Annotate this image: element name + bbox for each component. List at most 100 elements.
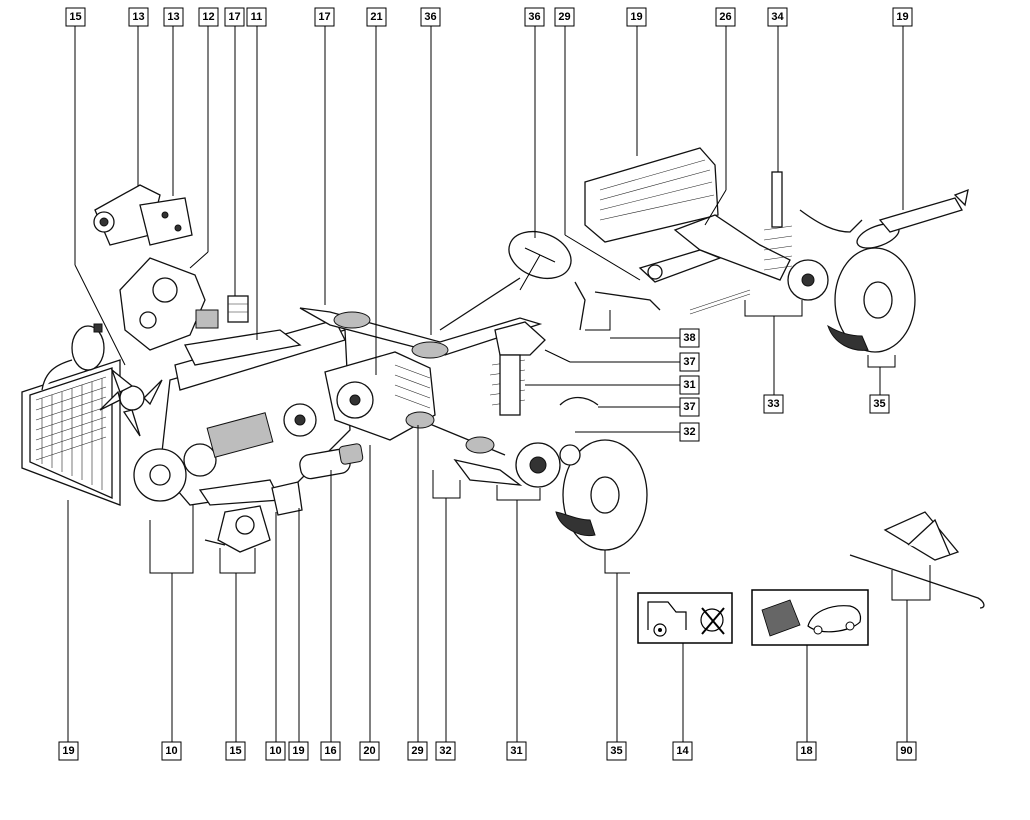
callout-13-b: 13 xyxy=(163,7,184,27)
front-brake-disc-illustration xyxy=(555,439,648,551)
callout-12: 12 xyxy=(198,7,219,27)
callout-10-a: 10 xyxy=(161,741,182,761)
svg-text:38: 38 xyxy=(683,332,695,344)
svg-text:16: 16 xyxy=(324,745,336,757)
callout-29-top: 29 xyxy=(554,7,575,27)
rear-axle-illustration xyxy=(638,214,791,315)
svg-text:35: 35 xyxy=(873,398,885,410)
expansion-tank-illustration xyxy=(41,323,105,391)
sensor-cable-illustration xyxy=(559,396,599,406)
callout-14: 14 xyxy=(672,741,693,761)
filter-cartridge-illustration xyxy=(227,295,249,323)
fuel-tank-illustration xyxy=(584,147,719,243)
callout-34: 34 xyxy=(767,7,788,27)
svg-text:19: 19 xyxy=(896,11,908,23)
callout-19-bottom-2: 19 xyxy=(288,741,309,761)
callout-17-b: 17 xyxy=(314,7,335,27)
callout-31-mid: 31 xyxy=(679,375,700,395)
svg-text:14: 14 xyxy=(676,745,689,757)
svg-text:19: 19 xyxy=(62,745,74,757)
body-and-trim-pictogram-panel xyxy=(751,589,869,646)
svg-text:21: 21 xyxy=(370,11,382,23)
callout-10-b: 10 xyxy=(265,741,286,761)
svg-text:13: 13 xyxy=(167,11,179,23)
svg-text:17: 17 xyxy=(318,11,330,23)
callout-37-a: 37 xyxy=(679,352,700,372)
callout-35-top: 35 xyxy=(869,394,890,414)
svg-text:31: 31 xyxy=(510,745,522,757)
svg-text:18: 18 xyxy=(800,745,812,757)
svg-text:32: 32 xyxy=(683,426,695,438)
callout-29-bottom: 29 xyxy=(407,741,428,761)
alternator-illustration xyxy=(204,505,271,553)
callout-37-b: 37 xyxy=(679,397,700,417)
svg-text:12: 12 xyxy=(202,11,214,23)
callout-32-bottom: 32 xyxy=(435,741,456,761)
svg-text:35: 35 xyxy=(610,745,622,757)
callout-15-top: 15 xyxy=(65,7,86,27)
callout-36-b: 36 xyxy=(524,7,545,27)
svg-text:13: 13 xyxy=(132,11,144,23)
svg-text:10: 10 xyxy=(165,745,177,757)
callout-33: 33 xyxy=(763,394,784,414)
leader-lines xyxy=(67,26,931,742)
callout-16: 16 xyxy=(320,741,341,761)
exhaust-illustration xyxy=(799,188,969,249)
drive-shaft-illustration xyxy=(405,411,506,456)
svg-text:19: 19 xyxy=(292,745,304,757)
callout-13-a: 13 xyxy=(128,7,149,27)
callout-35-bottom: 35 xyxy=(606,741,627,761)
svg-text:17: 17 xyxy=(228,11,240,23)
starter-motor-illustration xyxy=(299,443,364,480)
handbrake-assembly-illustration xyxy=(574,264,663,331)
callout-26: 26 xyxy=(715,7,736,27)
svg-text:26: 26 xyxy=(719,11,731,23)
svg-text:33: 33 xyxy=(767,398,779,410)
svg-text:34: 34 xyxy=(771,11,784,23)
svg-text:11: 11 xyxy=(251,11,263,23)
steering-rack-illustration xyxy=(299,277,543,359)
svg-text:31: 31 xyxy=(683,379,695,391)
svg-text:20: 20 xyxy=(363,745,375,757)
steering-wheel-illustration xyxy=(508,230,572,291)
svg-text:37: 37 xyxy=(683,356,695,368)
callout-19-bottom: 19 xyxy=(58,741,79,761)
svg-text:19: 19 xyxy=(630,11,642,23)
callout-38: 38 xyxy=(679,328,700,348)
callout-17-a: 17 xyxy=(224,7,245,27)
rear-brake-drum-illustration xyxy=(827,247,916,353)
sensor-bracket-illustration xyxy=(271,481,303,516)
callout-21: 21 xyxy=(366,7,387,27)
svg-text:32: 32 xyxy=(439,745,451,757)
callout-11: 11 xyxy=(246,7,267,27)
turbocharger-illustration xyxy=(93,184,193,246)
svg-text:10: 10 xyxy=(269,745,281,757)
callout-90: 90 xyxy=(896,741,917,761)
svg-text:29: 29 xyxy=(411,745,423,757)
callout-36-a: 36 xyxy=(420,7,441,27)
callout-18: 18 xyxy=(796,741,817,761)
svg-text:36: 36 xyxy=(528,11,540,23)
callout-labels: 15 13 13 12 17 11 17 21 36 36 29 19 26 3… xyxy=(58,7,917,761)
cooling-fan-illustration xyxy=(99,368,163,437)
svg-text:15: 15 xyxy=(229,745,241,757)
car-jack-illustration xyxy=(849,511,985,609)
callout-32-mid: 32 xyxy=(679,422,700,442)
svg-text:29: 29 xyxy=(558,11,570,23)
callout-19-top: 19 xyxy=(626,7,647,27)
callout-31-bottom: 31 xyxy=(506,741,527,761)
svg-text:90: 90 xyxy=(900,745,912,757)
callout-20: 20 xyxy=(359,741,380,761)
callout-15-bottom: 15 xyxy=(225,741,246,761)
rear-shock-absorber-illustration xyxy=(763,171,829,301)
wheel-hub-illustration xyxy=(453,442,561,488)
radiator-illustration xyxy=(21,359,121,506)
svg-text:37: 37 xyxy=(683,401,695,413)
accessories-pictogram-panel xyxy=(637,592,733,644)
fuel-pump-illustration xyxy=(119,257,219,351)
callout-19-exhaust: 19 xyxy=(892,7,913,27)
svg-text:36: 36 xyxy=(424,11,436,23)
svg-text:15: 15 xyxy=(69,11,81,23)
front-strut-illustration xyxy=(489,321,546,416)
